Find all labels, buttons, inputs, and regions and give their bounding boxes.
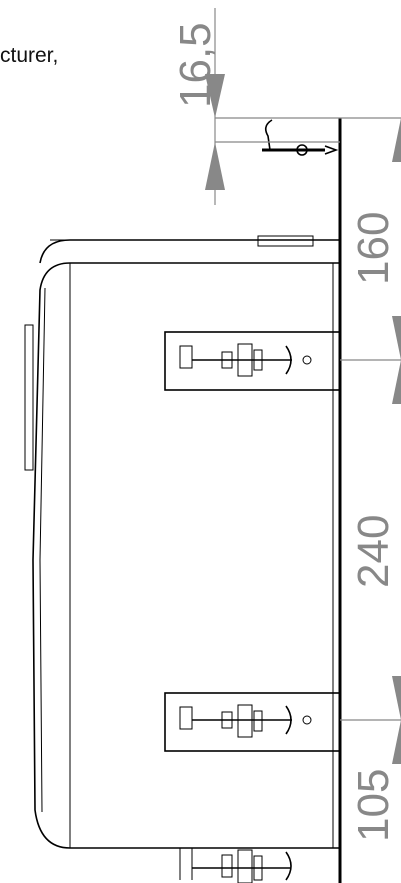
- front-panel: [24, 324, 34, 471]
- dim-label-240: 240: [349, 515, 398, 588]
- dimension-column: [340, 117, 401, 764]
- dim-label-16-5: 16,5: [171, 22, 220, 108]
- dim-label-160: 160: [349, 212, 398, 285]
- lower-bracket: [164, 692, 341, 752]
- upper-bracket: [164, 331, 341, 391]
- hanger-hook: [262, 119, 339, 156]
- dim-label-105: 105: [349, 769, 398, 842]
- appliance-body: [24, 235, 340, 849]
- bottom-fittings: [179, 848, 292, 883]
- dimension-top-offset: [205, 8, 340, 205]
- caption-text: cturer,: [0, 44, 59, 67]
- top-cap: [257, 235, 314, 247]
